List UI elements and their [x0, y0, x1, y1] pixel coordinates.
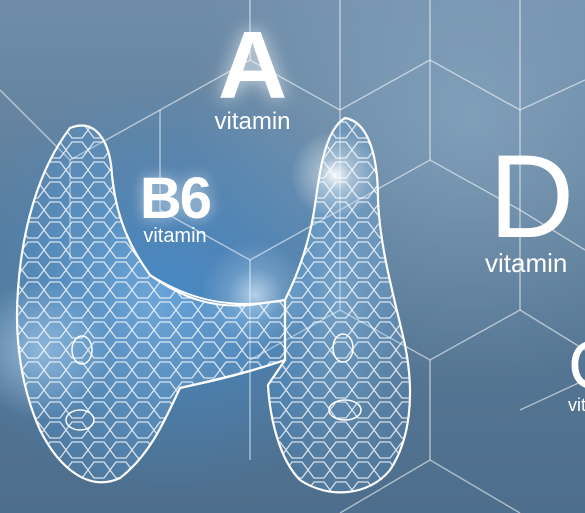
vitamin-word: vitamin [143, 225, 207, 247]
vitamin-a-label: A vitamin [205, 18, 300, 134]
vitamin-word: vitamin [485, 248, 568, 278]
vitamin-letter: C [568, 330, 585, 400]
vitamin-d-label: D vitamin [485, 138, 585, 276]
vitamin-word: vitamin [568, 395, 585, 415]
vitamin-letter: D [489, 131, 575, 263]
vitamin-c-label: C vitamin [568, 330, 585, 414]
vitamin-b6-label: B6 vitamin [130, 166, 220, 247]
vitamin-letter: A [217, 12, 288, 119]
vitamin-word: vitamin [214, 108, 291, 135]
vitamin-letter: B6 [139, 166, 212, 231]
